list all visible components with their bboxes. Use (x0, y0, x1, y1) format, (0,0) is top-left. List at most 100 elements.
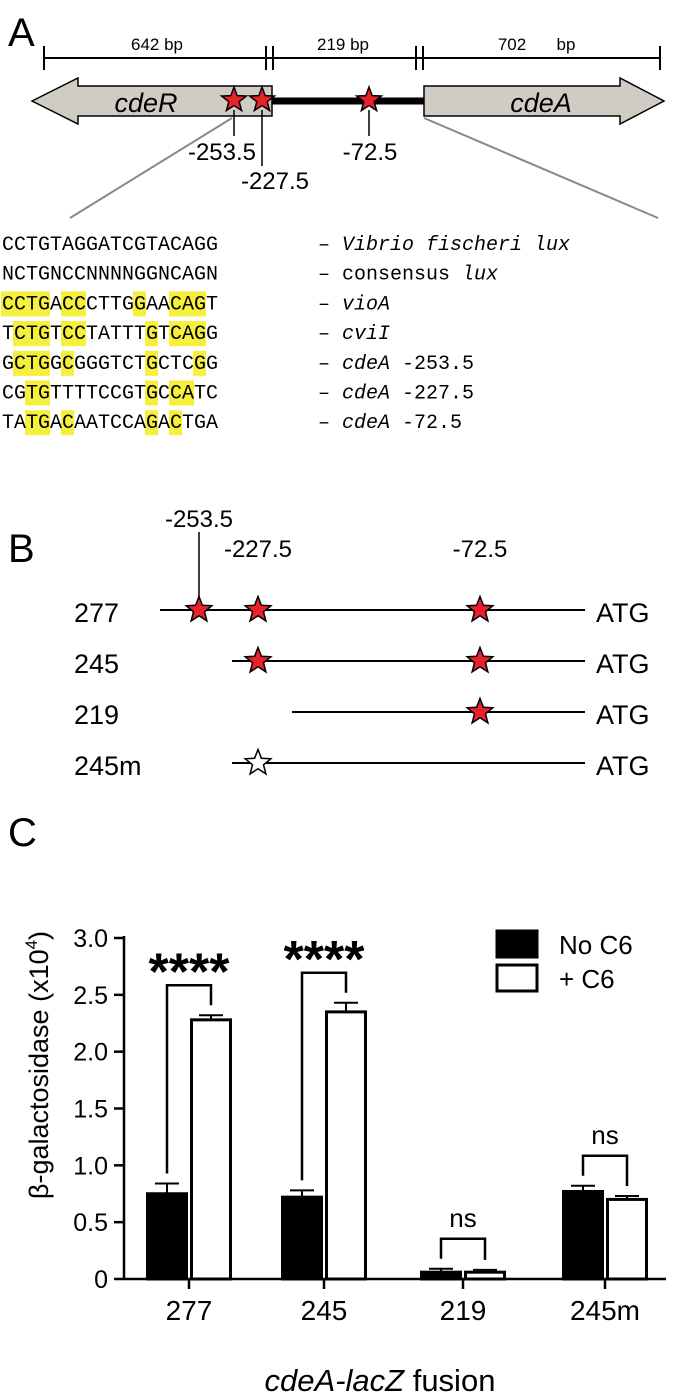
construct-row: 245 ATG (74, 645, 650, 679)
construct-name: 219 (74, 700, 119, 730)
gene-label-cdeA: cdeA (510, 88, 572, 118)
significance-label: ns (449, 1203, 476, 1233)
bar-no-c6 (562, 1189, 604, 1281)
panel-a-site-leaders (233, 110, 370, 166)
sequence-row: GCTGGCGGGTCTGCTCGG –cdeA -253.5 (2, 350, 474, 376)
consensus-match-highlight (145, 350, 158, 376)
sequence-text: GCTGGCGGGTCTGCTCGG (2, 353, 218, 376)
sequence-dash: – (318, 383, 330, 406)
consensus-match-highlight (25, 321, 38, 347)
bar-plus-c6 (606, 1197, 648, 1281)
consensus-match-highlight (13, 291, 26, 317)
x-tick-label: 277 (166, 1295, 213, 1326)
sequence-text: CCTGACCCTTGGAACAGT (2, 293, 218, 316)
panel-a-letter: A (8, 11, 35, 55)
x-axis-label: cdeA-lacZ fusion (265, 1363, 496, 1398)
sequence-text: CCTGTAGGATCGTACAGG (2, 234, 218, 257)
binding-site-star-icon (247, 84, 277, 113)
bar-no-c6 (281, 1195, 323, 1281)
panel-a-sites (219, 84, 384, 113)
panel-b-letter: B (8, 527, 35, 571)
consensus-match-highlight (73, 321, 86, 347)
construct-name: 245 (74, 649, 119, 679)
y-tick-label: 0.5 (73, 1209, 108, 1237)
b-site-label-227: -227.5 (224, 536, 292, 563)
sequence-row: TATGACAATCCAGACTGA–cdeA -72.5 (2, 410, 462, 436)
consensus-match-highlight (13, 350, 26, 376)
consensus-match-highlight (37, 321, 50, 347)
x-tick-label: 245 (301, 1295, 348, 1326)
consensus-match-highlight (61, 350, 74, 376)
sequence-dash: – (318, 323, 330, 346)
consensus-match-highlight (181, 321, 194, 347)
y-axis-label: β-galactosidase (x104) (22, 931, 54, 1199)
dim-label-cdeR: 642 bp (131, 35, 183, 54)
sequence-name: Vibrio fischeri lux (342, 234, 570, 257)
y-tick-label: 3.0 (73, 925, 108, 953)
consensus-match-highlight (145, 321, 158, 347)
consensus-match-highlight (181, 380, 194, 406)
binding-site-star-icon (184, 594, 214, 623)
dimension-bars (43, 46, 661, 70)
consensus-match-highlight (1, 291, 14, 317)
construct-row: 219 ATG (74, 696, 650, 730)
dim-label-intergenic: 219 bp (317, 35, 369, 54)
sequence-row: CGTGTTTTCCGTGCCATC–cdeA -227.5 (2, 380, 474, 406)
consensus-match-highlight (25, 350, 38, 376)
binding-site-star-icon (465, 696, 495, 725)
construct-name: 277 (74, 598, 119, 628)
atg-label: ATG (596, 700, 650, 730)
consensus-match-highlight (37, 350, 50, 376)
sequence-text: TCTGTCCTATTTGTCAGG (2, 323, 218, 346)
consensus-match-highlight (37, 380, 50, 406)
sequence-dash: – (318, 264, 330, 287)
consensus-match-highlight (37, 410, 50, 436)
binding-site-star-icon (465, 645, 495, 674)
consensus-match-highlight (13, 321, 26, 347)
binding-site-star-icon (354, 84, 384, 113)
sequence-text: NCTGNCCNNNNGGNCAGN (2, 264, 218, 287)
consensus-match-highlight (169, 291, 182, 317)
significance-label: ns (591, 1120, 618, 1150)
significance-bracket (581, 1154, 629, 1187)
consensus-match-highlight (145, 380, 158, 406)
sequence-name: cviI (342, 323, 390, 346)
consensus-match-highlight (133, 291, 146, 317)
site-label-72: -72.5 (343, 139, 398, 166)
atg-label: ATG (596, 751, 650, 781)
consensus-match-highlight (169, 380, 182, 406)
y-tick-label: 0 (94, 1266, 108, 1294)
mutated-site-star-icon (243, 747, 273, 776)
consensus-match-highlight (61, 410, 74, 436)
y-tick-label: 2.0 (73, 1039, 108, 1067)
panel-c-letter: C (8, 811, 37, 855)
sequence-dash: – (318, 412, 330, 435)
consensus-match-highlight (61, 291, 74, 317)
significance-bracket (165, 984, 213, 1174)
sequence-alignment: CCTGTAGGATCGTACAGG–Vibrio fischeri luxNC… (1, 234, 570, 436)
sequence-name: cdeA -253.5 (342, 353, 474, 376)
legend-swatch (495, 963, 539, 993)
x-tick-label: 245m (570, 1295, 640, 1326)
consensus-match-highlight (73, 291, 86, 317)
bar-no-c6 (146, 1192, 188, 1281)
bar-plus-c6 (325, 1010, 367, 1281)
y-tick-label: 1.0 (73, 1152, 108, 1180)
legend-label: No C6 (559, 930, 633, 960)
sequence-text: CGTGTTTTCCGTGCCATC (2, 383, 218, 406)
significance-bracket (300, 971, 348, 1181)
atg-label: ATG (596, 649, 650, 679)
sequence-dash: – (318, 234, 330, 257)
sequence-dash: – (318, 353, 330, 376)
consensus-match-highlight (25, 410, 38, 436)
zoom-lines (69, 117, 659, 219)
consensus-match-highlight (181, 291, 194, 317)
sequence-row: TCTGTCCTATTTGTCAGG –cviI (2, 321, 390, 347)
sequence-name: cdeA -72.5 (342, 412, 462, 435)
cdeA-gene-arrow (423, 76, 666, 126)
binding-site-star-icon (243, 645, 273, 674)
consensus-match-highlight (25, 380, 38, 406)
